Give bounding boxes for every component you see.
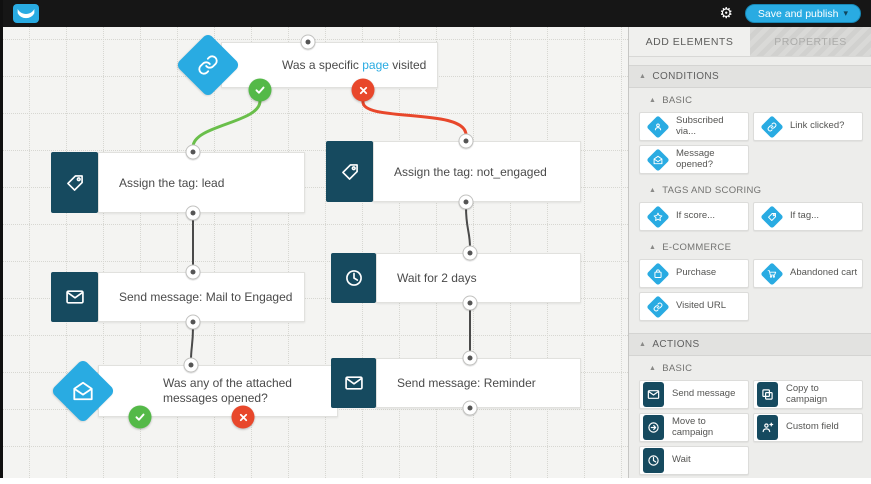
- connector-port[interactable]: [458, 133, 474, 149]
- abandoned-cart-icon: [760, 261, 784, 286]
- no-badge[interactable]: [231, 405, 255, 429]
- connector-port[interactable]: [183, 357, 199, 373]
- connector-yes-path: [191, 99, 262, 149]
- node-send-message-reminder[interactable]: Send message: Reminder: [331, 358, 581, 408]
- element-copy-to-campaign[interactable]: Copy to campaign: [753, 380, 863, 409]
- node-was-page-visited[interactable]: Was a specific page visited: [175, 32, 438, 98]
- group-tags-and-scoring[interactable]: ▲ TAGS AND SCORING: [649, 185, 762, 196]
- connector-lines: [190, 99, 471, 361]
- node-assign-tag-lead[interactable]: Assign the tag: lead: [51, 152, 305, 213]
- envelope-icon: [331, 358, 376, 408]
- move-to-campaign-icon: [643, 415, 664, 440]
- connector-port[interactable]: [462, 295, 478, 311]
- link-icon: [175, 32, 241, 98]
- copy-to-campaign-icon: [757, 382, 778, 407]
- tab-add-elements[interactable]: ADD ELEMENTS: [629, 27, 750, 56]
- envelope-icon: [51, 272, 98, 322]
- check-icon: [135, 413, 145, 421]
- collapse-arrow-icon: ▲: [649, 244, 657, 251]
- x-icon: [359, 86, 367, 94]
- connector-port[interactable]: [462, 245, 478, 261]
- group-ecommerce[interactable]: ▲ E-COMMERCE: [649, 242, 732, 253]
- section-conditions[interactable]: ▲ CONDITIONS: [629, 65, 871, 88]
- node-wait-2-days[interactable]: Wait for 2 days: [331, 253, 581, 303]
- connector-port[interactable]: [185, 264, 201, 280]
- node-text: Wait for 2 days: [397, 271, 477, 285]
- connector-port[interactable]: [185, 205, 201, 221]
- node-text: Was a specific page visited: [282, 58, 427, 72]
- element-message-opened[interactable]: Message opened?: [639, 145, 749, 174]
- custom-field-icon: [757, 415, 778, 440]
- connector-port[interactable]: [462, 350, 478, 366]
- element-send-message[interactable]: Send message: [639, 380, 749, 409]
- connector-path: [465, 206, 471, 249]
- clock-icon: [331, 253, 376, 303]
- wait-icon: [643, 448, 664, 473]
- element-move-to-campaign[interactable]: Move to campaign: [639, 413, 749, 442]
- connector-port[interactable]: [185, 314, 201, 330]
- collapse-arrow-icon: ▲: [649, 187, 657, 194]
- node-text: Assign the tag: not_engaged: [394, 164, 547, 179]
- node-text: Send message: Mail to Engaged: [119, 290, 293, 304]
- node-send-message-engaged[interactable]: Send message: Mail to Engaged: [51, 272, 305, 322]
- element-purchase[interactable]: Purchase: [639, 259, 749, 288]
- yes-badge[interactable]: [128, 405, 152, 429]
- collapse-arrow-icon: ▲: [639, 73, 647, 80]
- collapse-arrow-icon: ▲: [649, 365, 657, 372]
- message-opened-icon: [646, 147, 670, 172]
- connector-path: [190, 326, 194, 361]
- node-text: Was any of the attached messages opened?: [163, 376, 292, 405]
- connector-port[interactable]: [462, 400, 478, 416]
- yes-badge[interactable]: [248, 78, 272, 102]
- link-clicked-icon: [760, 114, 784, 139]
- node-messages-opened[interactable]: Was any of the attached messages opened?: [50, 358, 338, 424]
- element-if-score[interactable]: If score...: [639, 202, 749, 231]
- element-if-tag[interactable]: If tag...: [753, 202, 863, 231]
- section-actions[interactable]: ▲ ACTIONS: [629, 333, 871, 356]
- element-custom-field[interactable]: Custom field: [753, 413, 863, 442]
- tab-properties[interactable]: PROPERTIES: [750, 27, 871, 56]
- element-wait[interactable]: Wait: [639, 446, 749, 475]
- node-assign-tag-not-engaged[interactable]: Assign the tag: not_engaged: [326, 141, 581, 202]
- collapse-arrow-icon: ▲: [639, 341, 647, 348]
- page-link[interactable]: page: [362, 58, 389, 72]
- sidebar-tabs: ADD ELEMENTS PROPERTIES: [629, 27, 871, 57]
- collapse-arrow-icon: ▲: [649, 97, 657, 104]
- subscribed-via-icon: [646, 114, 670, 139]
- caret-down-icon: ▾: [843, 8, 848, 18]
- element-abandoned-cart[interactable]: Abandoned cart: [753, 259, 863, 288]
- open-envelope-icon: [50, 358, 116, 424]
- no-badge[interactable]: [351, 78, 375, 102]
- element-link-clicked[interactable]: Link clicked?: [753, 112, 863, 141]
- x-icon: [239, 413, 247, 421]
- element-visited-url[interactable]: Visited URL: [639, 292, 749, 321]
- gear-icon[interactable]: ⚙: [719, 5, 733, 22]
- check-icon: [255, 86, 265, 94]
- connector-no-path: [361, 99, 468, 137]
- tag-icon: [326, 141, 373, 202]
- tag-icon: [51, 152, 98, 213]
- connector-port[interactable]: [185, 144, 201, 160]
- connector-port[interactable]: [458, 194, 474, 210]
- if-score-icon: [646, 204, 670, 229]
- send-message-icon: [643, 382, 664, 407]
- node-text: Assign the tag: lead: [119, 175, 225, 190]
- connector-port[interactable]: [300, 34, 316, 50]
- workflow-canvas[interactable]: Was a specific page visited Assign the t…: [3, 27, 628, 478]
- save-and-publish-button[interactable]: Save and publish ▾: [744, 4, 861, 23]
- app-logo[interactable]: [13, 4, 39, 23]
- visited-url-icon: [646, 294, 670, 319]
- sidebar: ADD ELEMENTS PROPERTIES ▲ CONDITIONS ▲ B…: [628, 27, 871, 478]
- node-text: Send message: Reminder: [397, 376, 536, 390]
- save-button-label: Save and publish: [757, 7, 839, 20]
- element-subscribed-via[interactable]: Subscribed via...: [639, 112, 749, 141]
- purchase-icon: [646, 261, 670, 286]
- group-actions-basic[interactable]: ▲ BASIC: [649, 363, 693, 374]
- topbar: ⚙ Save and publish ▾: [3, 0, 871, 27]
- group-conditions-basic[interactable]: ▲ BASIC: [649, 95, 693, 106]
- envelope-logo-icon: [17, 8, 35, 18]
- if-tag-icon: [760, 204, 784, 229]
